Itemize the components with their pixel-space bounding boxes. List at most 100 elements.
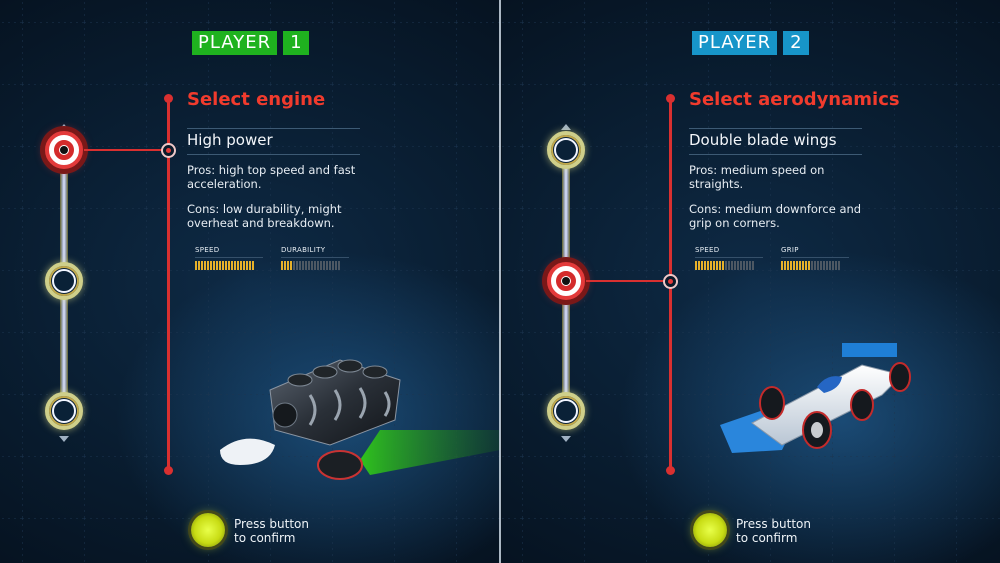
stat-segment bbox=[710, 261, 712, 270]
stat-segment bbox=[290, 261, 292, 270]
stat-segment bbox=[237, 261, 239, 270]
cons-text: Cons: low durability, might overheat and… bbox=[187, 202, 342, 230]
category-title: Select engine bbox=[187, 89, 326, 110]
confirm-prompt: Press button to confirm bbox=[736, 517, 826, 545]
stat-segment bbox=[698, 261, 700, 270]
pros-text: Pros: high top speed and fast accelerati… bbox=[187, 163, 356, 191]
stat-bar bbox=[695, 261, 763, 270]
stat-segment bbox=[204, 261, 206, 270]
stat-segment bbox=[826, 261, 828, 270]
stat-segment bbox=[293, 261, 295, 270]
stat-segment bbox=[249, 261, 251, 270]
stat-segment bbox=[749, 261, 751, 270]
selector-node-1[interactable] bbox=[45, 131, 83, 169]
stat-segment bbox=[243, 261, 245, 270]
connector-joint-icon bbox=[663, 274, 678, 289]
stat-label: SPEED bbox=[195, 246, 263, 258]
stat-segment bbox=[704, 261, 706, 270]
stat-segment bbox=[781, 261, 783, 270]
stat-speed: SPEED bbox=[195, 246, 263, 270]
stat-segment bbox=[728, 261, 730, 270]
stat-segment bbox=[734, 261, 736, 270]
stat-segment bbox=[799, 261, 801, 270]
selector-node-2[interactable] bbox=[45, 262, 83, 300]
selector-node-3[interactable] bbox=[45, 392, 83, 430]
selector-node-1[interactable] bbox=[547, 131, 585, 169]
stat-segment bbox=[829, 261, 831, 270]
stat-segment bbox=[746, 261, 748, 270]
cons-text: Cons: medium downforce and grip on corne… bbox=[689, 202, 862, 230]
divider bbox=[689, 128, 862, 129]
stat-segment bbox=[707, 261, 709, 270]
slider-down-arrow-icon[interactable] bbox=[561, 436, 571, 442]
confirm-line-2: to confirm bbox=[736, 530, 798, 545]
stat-segment bbox=[793, 261, 795, 270]
stat-segment bbox=[302, 261, 304, 270]
stat-bar bbox=[281, 261, 349, 270]
player-number: 2 bbox=[783, 31, 809, 55]
player-tag: PLAYER 1 bbox=[192, 31, 309, 55]
info-line-cap-top bbox=[164, 94, 173, 103]
player-label: PLAYER bbox=[192, 31, 278, 55]
stat-segment bbox=[823, 261, 825, 270]
stat-segment bbox=[808, 261, 810, 270]
pros-text: Pros: medium speed on straights. bbox=[689, 163, 825, 191]
stat-segment bbox=[308, 261, 310, 270]
stat-segment bbox=[701, 261, 703, 270]
stat-segment bbox=[838, 261, 840, 270]
player-1-panel: PLAYER 1 Select engine High power Pros: … bbox=[0, 0, 500, 563]
stat-bar bbox=[781, 261, 849, 270]
stat-segment bbox=[805, 261, 807, 270]
stat-segment bbox=[210, 261, 212, 270]
stat-segment bbox=[820, 261, 822, 270]
stat-durability: DURABILITY bbox=[281, 246, 349, 270]
stat-segment bbox=[240, 261, 242, 270]
info-line-cap-bottom bbox=[164, 466, 173, 475]
stat-segment bbox=[332, 261, 334, 270]
confirm-line-2: to confirm bbox=[234, 530, 296, 545]
stat-segment bbox=[225, 261, 227, 270]
selector-node-2[interactable] bbox=[547, 262, 585, 300]
stat-segment bbox=[213, 261, 215, 270]
stat-segment bbox=[737, 261, 739, 270]
stat-segment bbox=[725, 261, 727, 270]
stat-segment bbox=[287, 261, 289, 270]
stat-segment bbox=[790, 261, 792, 270]
stat-segment bbox=[695, 261, 697, 270]
yellow-button-icon[interactable] bbox=[693, 513, 727, 547]
player-label: PLAYER bbox=[692, 31, 778, 55]
slider-down-arrow-icon[interactable] bbox=[59, 436, 69, 442]
slider-up-arrow-icon[interactable] bbox=[59, 124, 69, 130]
v8-engine-render-icon bbox=[220, 359, 500, 480]
formula-car-render-icon bbox=[720, 343, 911, 453]
stat-segment bbox=[752, 261, 754, 270]
stat-segment bbox=[231, 261, 233, 270]
selection-connector bbox=[586, 280, 666, 282]
confirm-line-1: Press button bbox=[736, 517, 811, 531]
divider bbox=[187, 128, 360, 129]
divider bbox=[689, 154, 862, 155]
stat-segment bbox=[713, 261, 715, 270]
stat-segment bbox=[796, 261, 798, 270]
stat-segment bbox=[219, 261, 221, 270]
stat-segment bbox=[207, 261, 209, 270]
slider-up-arrow-icon[interactable] bbox=[561, 124, 571, 130]
stat-segment bbox=[802, 261, 804, 270]
yellow-button-icon[interactable] bbox=[191, 513, 225, 547]
stat-bar bbox=[195, 261, 263, 270]
stat-segment bbox=[317, 261, 319, 270]
stat-segment bbox=[835, 261, 837, 270]
stat-label: SPEED bbox=[695, 246, 763, 258]
selector-node-3[interactable] bbox=[547, 392, 585, 430]
option-name: High power bbox=[187, 131, 273, 149]
stat-segment bbox=[743, 261, 745, 270]
stat-segment bbox=[338, 261, 340, 270]
stat-segment bbox=[740, 261, 742, 270]
stat-segment bbox=[314, 261, 316, 270]
stat-segment bbox=[222, 261, 224, 270]
stat-segment bbox=[335, 261, 337, 270]
stat-segment bbox=[311, 261, 313, 270]
option-name: Double blade wings bbox=[689, 131, 837, 149]
stat-segment bbox=[326, 261, 328, 270]
